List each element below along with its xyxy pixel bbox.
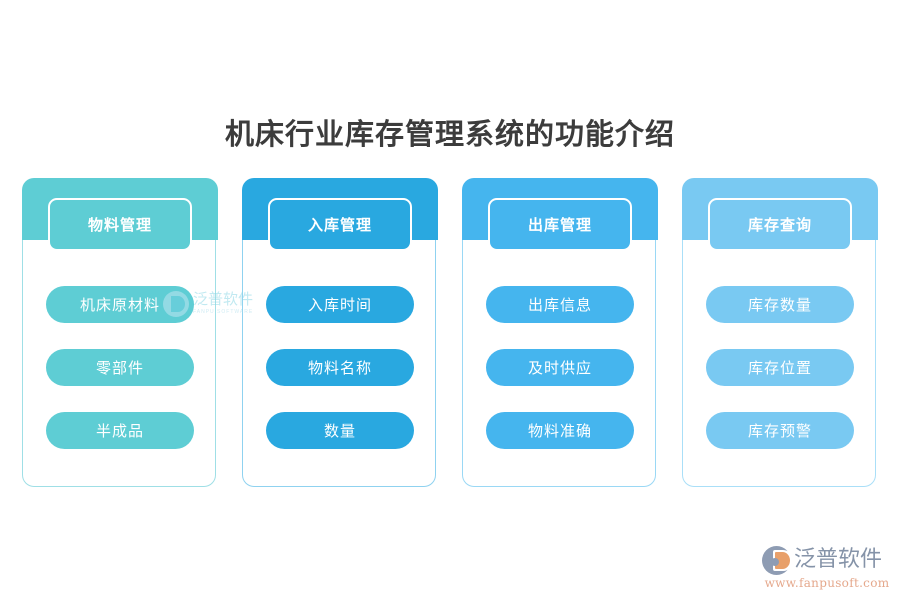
- column-stock-query: 库存查询库存数量库存位置库存预警: [682, 178, 878, 490]
- column-header-inbound-management[interactable]: 入库管理: [268, 198, 412, 251]
- item-pill[interactable]: 零部件: [46, 349, 194, 386]
- column-inbound-management: 入库管理入库时间物料名称数量: [242, 178, 438, 490]
- column-item-list: 出库信息及时供应物料准确: [486, 286, 634, 449]
- fanpu-logo-icon: [762, 545, 793, 575]
- column-header-material-management[interactable]: 物料管理: [48, 198, 192, 251]
- item-pill[interactable]: 库存位置: [706, 349, 854, 386]
- item-pill[interactable]: 入库时间: [266, 286, 414, 323]
- page-title: 机床行业库存管理系统的功能介绍: [224, 117, 675, 152]
- brand-logo-row: 泛普软件: [762, 545, 892, 575]
- item-pill[interactable]: 库存预警: [706, 412, 854, 449]
- item-pill[interactable]: 物料名称: [266, 349, 414, 386]
- column-item-list: 入库时间物料名称数量: [266, 286, 414, 449]
- item-pill[interactable]: 及时供应: [486, 349, 634, 386]
- column-header-outbound-management[interactable]: 出库管理: [488, 198, 632, 251]
- logo-dot-shape: [771, 557, 779, 566]
- column-outbound-management: 出库管理出库信息及时供应物料准确: [462, 178, 658, 490]
- item-pill[interactable]: 机床原材料: [46, 286, 194, 323]
- column-material-management: 物料管理机床原材料零部件半成品: [22, 178, 218, 490]
- column-item-list: 库存数量库存位置库存预警: [706, 286, 854, 449]
- columns-container: 物料管理机床原材料零部件半成品入库管理入库时间物料名称数量出库管理出库信息及时供…: [22, 178, 878, 490]
- column-item-list: 机床原材料零部件半成品: [46, 286, 194, 449]
- item-pill[interactable]: 物料准确: [486, 412, 634, 449]
- brand-website-url: www.fanpusoft.com: [764, 576, 890, 590]
- item-pill[interactable]: 出库信息: [486, 286, 634, 323]
- item-pill[interactable]: 半成品: [46, 412, 194, 449]
- column-header-stock-query[interactable]: 库存查询: [708, 198, 852, 251]
- item-pill[interactable]: 库存数量: [706, 286, 854, 323]
- item-pill[interactable]: 数量: [266, 412, 414, 449]
- logo-leaf-shape: [775, 551, 790, 569]
- brand-logo: 泛普软件 www.fanpusoft.com: [762, 545, 892, 591]
- brand-name-cn: 泛普软件: [794, 547, 883, 572]
